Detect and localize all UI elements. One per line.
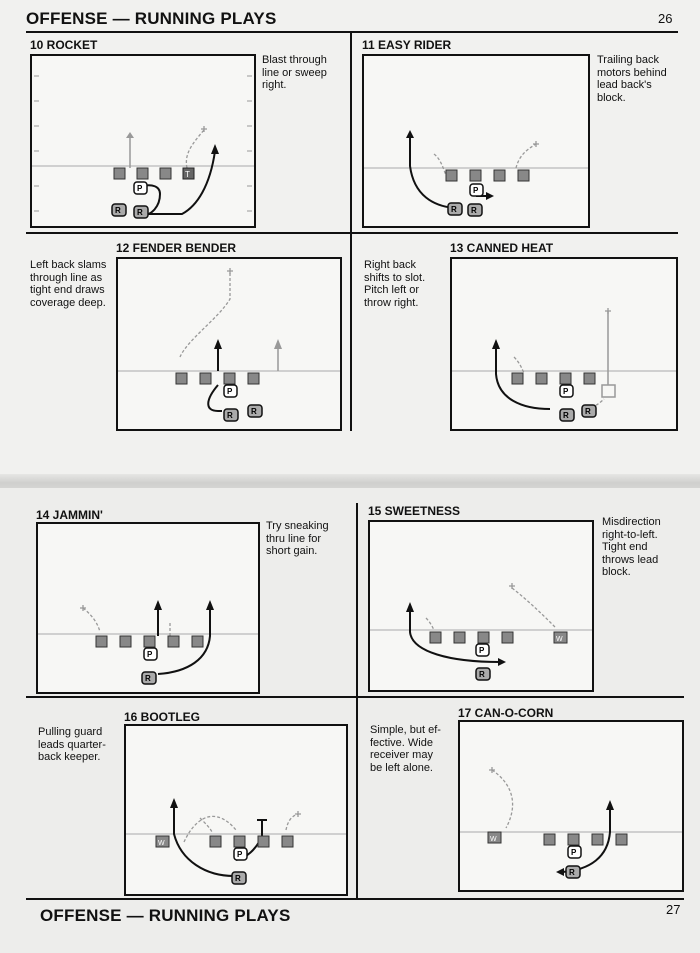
running-back-mark: R bbox=[569, 868, 575, 877]
page-number: 27 bbox=[666, 902, 681, 917]
footer-rule bbox=[26, 898, 684, 900]
play-title: 14 JAMMIN' bbox=[36, 508, 103, 522]
quarterback-mark: P bbox=[473, 186, 479, 195]
field-lines: P R R bbox=[452, 308, 676, 422]
page-number: 26 bbox=[658, 11, 673, 26]
wide-receiver-mark: W bbox=[158, 840, 165, 847]
play-description: Left back slams through line as tight en… bbox=[30, 259, 107, 309]
tight-end-mark: T bbox=[185, 170, 190, 179]
running-back-mark: R bbox=[145, 674, 151, 683]
play-diagram-easy-rider: P R R bbox=[362, 54, 590, 228]
running-back-mark: R bbox=[479, 670, 485, 679]
play-title: 12 FENDER BENDER bbox=[116, 241, 237, 255]
play-description: Simple, but ef- fective. Wide receiver m… bbox=[370, 724, 441, 774]
play-description: Trailing back motors behind lead back's … bbox=[597, 54, 667, 104]
quarterback-mark: P bbox=[479, 646, 485, 655]
field-lines: W P R bbox=[460, 767, 682, 879]
play-description: Blast through line or sweep right. bbox=[262, 54, 327, 91]
running-back-mark: R bbox=[115, 206, 121, 215]
play-title: 15 SWEETNESS bbox=[368, 504, 461, 518]
play-diagram-fender-bender: P R R bbox=[116, 257, 342, 431]
play-description: Right back shifts to slot. Pitch left or… bbox=[364, 259, 426, 309]
play-diagram-bootleg: W P R bbox=[124, 724, 348, 896]
play-title: 11 EASY RIDER bbox=[362, 38, 452, 52]
row-divider bbox=[26, 696, 684, 698]
wide-receiver-mark: W bbox=[556, 636, 563, 643]
quarterback-mark: P bbox=[563, 387, 569, 396]
page-header: OFFENSE — RUNNING PLAYS bbox=[26, 9, 277, 28]
play-diagram-jammin: P R bbox=[36, 522, 260, 694]
quarterback-mark: P bbox=[147, 650, 153, 659]
running-back-mark: R bbox=[471, 206, 477, 215]
play-description: Pulling guard leads quarter- back keeper… bbox=[38, 726, 106, 763]
header-rule bbox=[26, 31, 678, 33]
wide-receiver-mark: W bbox=[490, 836, 497, 843]
quarterback-mark: P bbox=[237, 850, 243, 859]
page-footer-title: OFFENSE — RUNNING PLAYS bbox=[40, 906, 291, 925]
field-lines: W P R bbox=[370, 583, 592, 681]
page-27: 14 JAMMIN' P R Try sneaking thru line fo… bbox=[0, 488, 700, 953]
running-back-mark: R bbox=[227, 411, 233, 420]
running-back-mark: R bbox=[137, 208, 143, 217]
play-diagram-can-o-corn: W P R bbox=[458, 720, 684, 892]
running-back-mark: R bbox=[563, 411, 569, 420]
row-divider bbox=[26, 232, 678, 234]
running-back-mark: R bbox=[235, 874, 241, 883]
quarterback-mark: P bbox=[227, 387, 233, 396]
play-description: Try sneaking thru line for short gain. bbox=[266, 520, 329, 557]
play-title: 17 CAN-O-CORN bbox=[458, 706, 554, 720]
field-lines: P R bbox=[38, 600, 258, 685]
running-back-mark: R bbox=[451, 205, 457, 214]
play-diagram-canned-heat: P R R bbox=[450, 257, 678, 431]
field-lines: P R R bbox=[118, 268, 340, 422]
play-title: 10 ROCKET bbox=[30, 38, 98, 52]
field-lines: T P R R bbox=[32, 75, 254, 219]
field-lines: W P R bbox=[126, 798, 346, 885]
play-title: 13 CANNED HEAT bbox=[450, 241, 554, 255]
play-diagram-rocket: T P R R bbox=[30, 54, 256, 228]
quarterback-mark: P bbox=[137, 184, 143, 193]
page-26: OFFENSE — RUNNING PLAYS 26 10 ROCKET T P bbox=[26, 9, 678, 431]
running-back-mark: R bbox=[585, 407, 591, 416]
play-diagram-sweetness: W P R bbox=[368, 520, 594, 692]
center-divider bbox=[356, 503, 358, 898]
play-title: 16 BOOTLEG bbox=[124, 710, 201, 724]
quarterback-mark: P bbox=[571, 848, 577, 857]
play-description: Misdirection right-to-left. Tight end th… bbox=[602, 516, 661, 578]
running-back-mark: R bbox=[251, 407, 257, 416]
field-lines: P R R bbox=[364, 130, 588, 217]
